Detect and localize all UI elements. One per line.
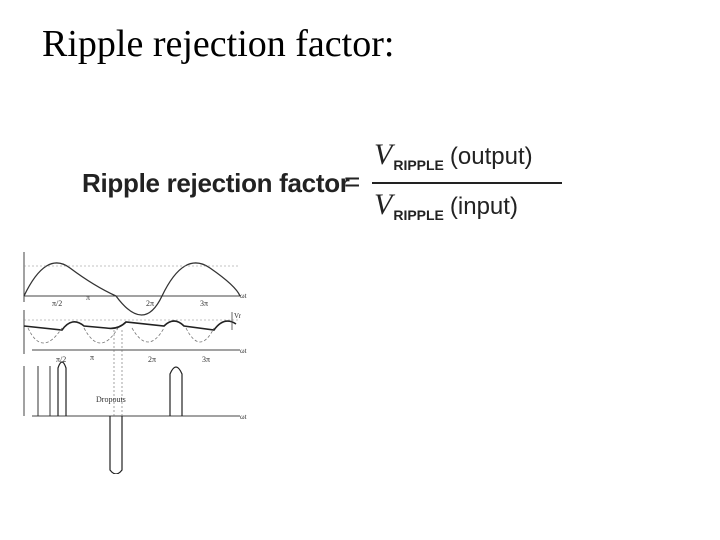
denominator-qualifier: (input) [449,193,518,220]
formula-lhs: Ripple rejection factor [82,168,350,198]
top-axis-label: ωt [240,292,247,300]
ripple-waveform [23,320,237,331]
bottom-axis-label: ωt [240,413,247,421]
current-pulse-2 [109,416,123,474]
dropout-label: Dropouts [96,395,126,404]
ripple-marker: Vr [234,312,242,320]
numerator-symbol: V [374,138,393,171]
top-tick-2: π [86,293,90,302]
ripple-output-panel: Vr π/2 π 2π 3π ωt [23,310,247,364]
middle-tick-1: π/2 [56,355,66,364]
rectified-half-cycles [27,327,215,344]
denominator-symbol: V [374,188,393,221]
top-tick-1: π/2 [52,299,62,308]
middle-tick-4: 3π [202,355,210,364]
numerator-subscript: RIPPLE [393,157,444,173]
current-pulse-3 [169,366,183,416]
denominator-subscript: RIPPLE [393,207,444,223]
middle-axis-label: ωt [240,347,247,355]
top-tick-3: 2π [146,299,154,308]
formula-equals: = [344,166,361,197]
numerator-qualifier: (output) [449,143,533,170]
input-sine-panel: π/2 π 2π 3π ωt [23,252,247,316]
current-pulse-1 [57,361,67,416]
ripple-rejection-formula: Ripple rejection factor = VRIPPLE(output… [82,138,572,234]
formula-denominator: VRIPPLE (input) [374,188,518,223]
top-tick-4: 3π [200,299,208,308]
input-sine-wave [23,262,241,316]
slide-title: Ripple rejection factor: [42,23,395,65]
waveform-figure: π/2 π 2π 3π ωt Vr π/2 π 2π 3π ωt Dropout… [23,252,247,474]
middle-tick-2: π [90,353,94,362]
formula-numerator: VRIPPLE (output) [374,138,533,173]
middle-tick-3: 2π [148,355,156,364]
fraction-bar [372,182,562,184]
current-pulse-panel: Dropouts ωt [23,330,247,474]
